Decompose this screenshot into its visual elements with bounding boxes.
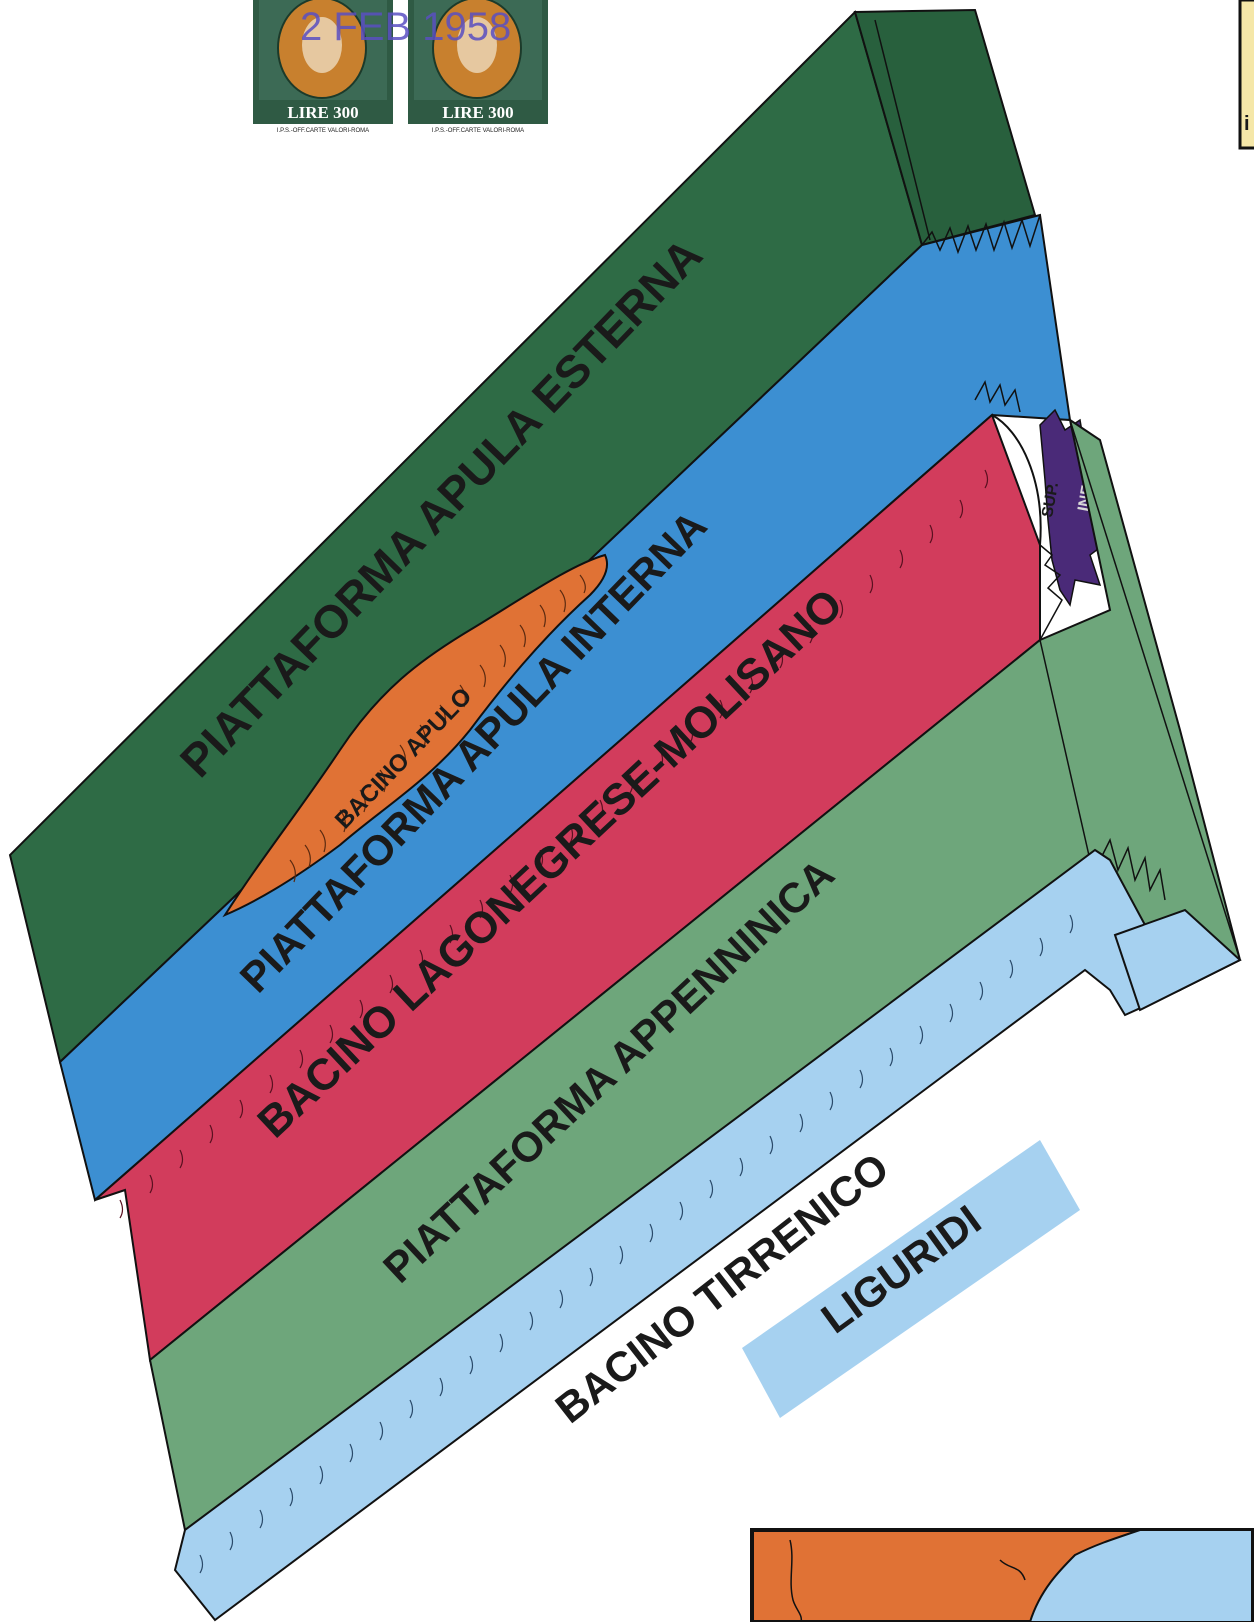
inset-map <box>752 1530 1252 1622</box>
corner-legend-label: i <box>1244 113 1250 135</box>
stamp-1-printer: I.P.S.-OFF.CARTE VALORI-ROMA <box>277 128 369 134</box>
stamp-2-printer: I.P.S.-OFF.CARTE VALORI-ROMA <box>432 128 524 134</box>
stamp-1-value: LIRE 300 <box>287 103 358 122</box>
corner-legend-box: i <box>1240 0 1254 148</box>
stamp-postmark: 2 FEB 1958 <box>300 5 511 49</box>
stamp-2-value: LIRE 300 <box>442 103 513 122</box>
